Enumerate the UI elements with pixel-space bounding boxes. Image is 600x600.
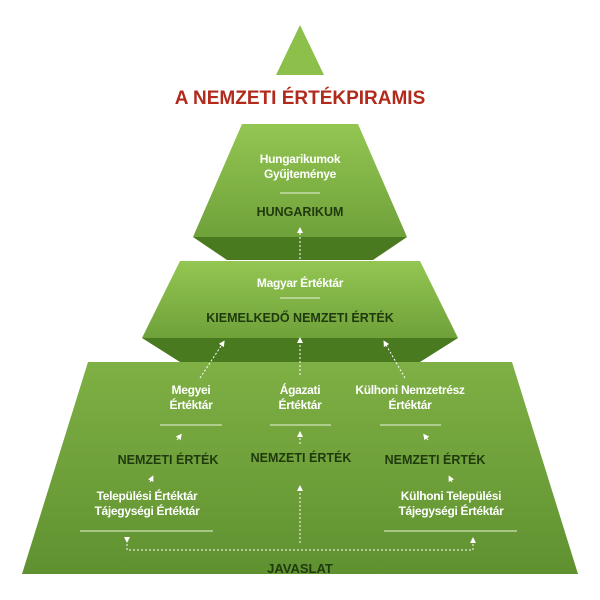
label-line: Külhoni Települési: [400, 489, 502, 503]
nemzeti-ertek-left: NEMZETI ÉRTÉK: [117, 453, 219, 467]
megyei-ertektar-label: Megyei Értéktár: [170, 383, 213, 413]
kulhoni-nemzetresz-ertektar-label: Külhoni Nemzetrész Értéktár: [355, 383, 465, 413]
label-line: Ágazati: [279, 383, 321, 397]
tier1-bevel: [193, 237, 407, 260]
agazati-ertektar-label: Ágazati Értéktár: [279, 383, 322, 413]
kulhoni-telepulesi-label: Külhoni Települési Tájegységi Értéktár: [398, 489, 503, 519]
apex-triangle: [276, 25, 324, 75]
label-line: Települési Értéktár: [96, 489, 198, 503]
page-title: A NEMZETI ÉRTÉKPIRAMIS: [174, 88, 426, 109]
tier2-face: [142, 261, 458, 338]
magyar-ertektar-label: Magyar Értéktár: [256, 276, 344, 290]
separator-lines: [80, 192, 517, 532]
telepulesi-ertektar-label: Települési Értéktár Tájegységi Értéktár: [94, 489, 199, 519]
label-line: Tájegységi Értéktár: [94, 504, 200, 518]
javaslat-label: JAVASLAT: [267, 561, 333, 576]
hungarikum-collection-label: Hungarikumok Gyűjteménye: [259, 152, 341, 182]
label-line: Értéktár: [388, 398, 432, 412]
tier3-face: [22, 362, 578, 574]
label-line: Megyei: [171, 383, 211, 397]
tier1-face: [193, 124, 407, 237]
hungarikum-level: HUNGARIKUM: [256, 205, 344, 219]
label-line: Értéktár: [169, 398, 213, 412]
nemzeti-ertek-center: NEMZETI ÉRTÉK: [250, 451, 352, 465]
label-line: Hungarikumok: [259, 152, 341, 166]
label-line: Tájegységi Értéktár: [398, 504, 504, 518]
label-line: Külhoni Nemzetrész: [355, 383, 465, 397]
kiemelkedo-level: KIEMELKEDŐ NEMZETI ÉRTÉK: [206, 311, 394, 325]
label-line: Értéktár: [278, 398, 322, 412]
label-line: Gyűjteménye: [263, 167, 337, 181]
flow-arrows: [124, 227, 476, 551]
nemzeti-ertek-right: NEMZETI ÉRTÉK: [384, 453, 486, 467]
